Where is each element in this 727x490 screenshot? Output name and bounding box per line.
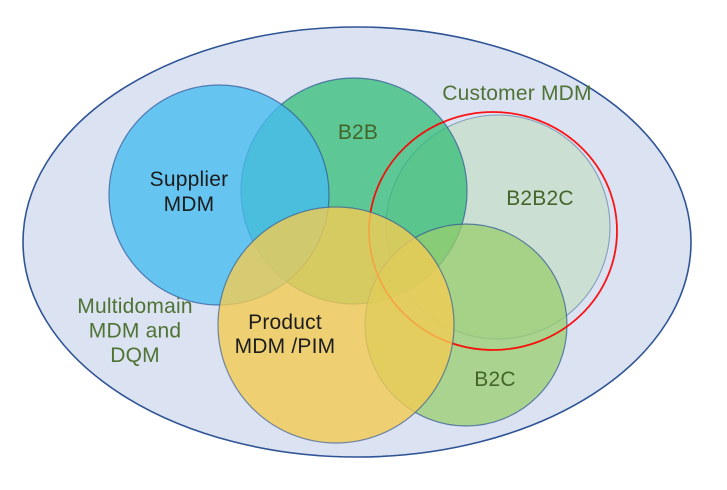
supplier-mdm-circle-label-line: MDM xyxy=(164,193,215,216)
multidomain-mdm-dqm-ellipse-label-line: MDM and xyxy=(89,320,181,343)
b2b2c-circle-label: B2B2C xyxy=(506,187,574,210)
multidomain-mdm-dqm-ellipse-label-line: Multidomain xyxy=(77,295,192,318)
customer-mdm-ring-label: Customer MDM xyxy=(442,82,591,105)
product-mdm-pim-circle-label-line: Product xyxy=(248,311,322,334)
supplier-mdm-circle-label-line: Supplier xyxy=(150,168,229,191)
product-mdm-pim-circle xyxy=(217,206,455,444)
multidomain-mdm-dqm-ellipse-label-line: DQM xyxy=(110,344,160,367)
b2b-circle-label: B2B xyxy=(338,121,378,144)
product-mdm-pim-circle-label-line: MDM /PIM xyxy=(235,335,336,358)
b2c-circle-label: B2C xyxy=(474,368,515,391)
